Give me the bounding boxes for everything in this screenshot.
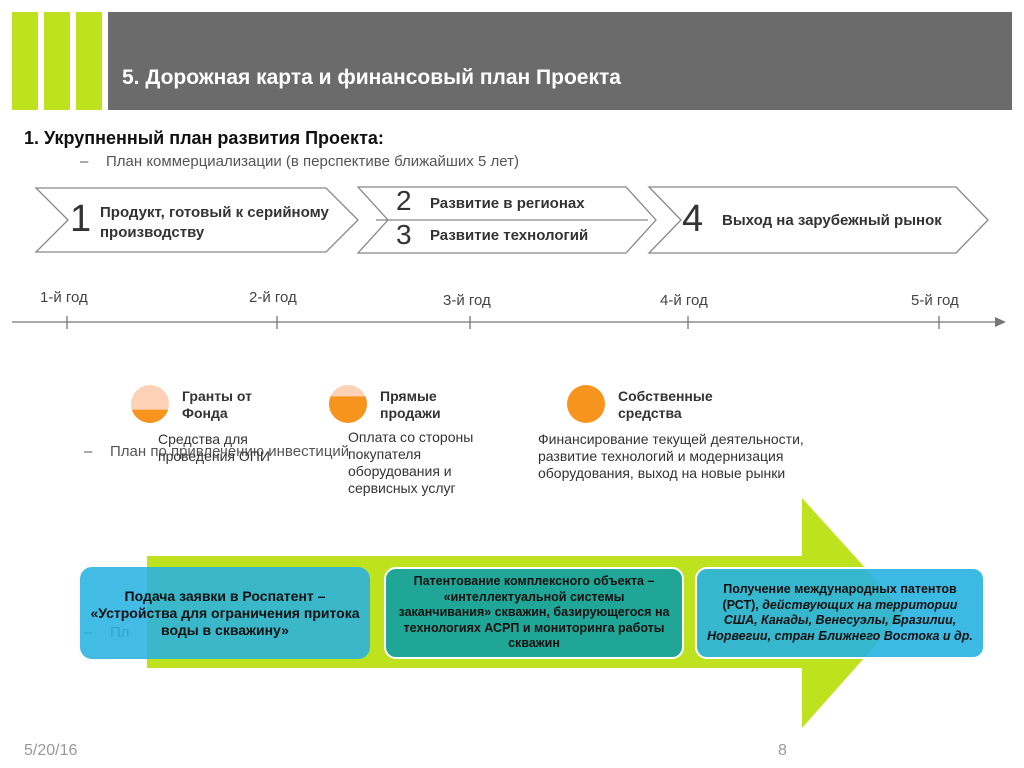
page-number: 8	[778, 742, 787, 759]
stage-label-4: Выход на зарубежный рынок	[722, 212, 942, 229]
section-subtitle: 1. Укрупненный план развития Проекта:	[24, 128, 384, 148]
stage-number-3: 3	[396, 219, 412, 250]
funding-level-icon-1	[131, 385, 169, 423]
stage-label-3: Развитие технологий	[430, 227, 589, 244]
stage-chevron-1	[34, 187, 359, 253]
bullet-investment: –План по привлечению инвестиций	[84, 443, 349, 460]
funding-level-icon-3	[567, 385, 605, 423]
bullet-text: План по привлечению инвестиций	[110, 443, 350, 460]
funding-icons	[131, 385, 605, 423]
stage-label-1: Продукт, готовый к серийному производств…	[100, 204, 329, 241]
funding-title-1: Гранты от Фонда	[182, 388, 252, 421]
header-bar	[108, 12, 1012, 110]
funding-desc-2: Оплата со стороны покупателя оборудовани…	[348, 429, 474, 496]
year-label-3: 3-й год	[443, 292, 491, 309]
patent-step-3: Получение международных патентов (РСТ), …	[695, 567, 985, 659]
header-stripe-1	[12, 12, 38, 110]
bullet-dash: –	[80, 153, 89, 170]
year-label-2: 2-й год	[249, 289, 297, 306]
bullet-commercialization: –План коммерциализации (в перспективе бл…	[80, 153, 519, 170]
year-label-1: 1-й год	[40, 289, 88, 306]
footer-date: 5/20/16	[24, 742, 78, 759]
patent-step-2: Патентование комплексного объекта – «инт…	[384, 567, 684, 659]
bullet-text: План коммерциализации (в перспективе бли…	[106, 153, 519, 170]
stage-number-1: 1	[70, 198, 92, 240]
patent-step-text: Патентование комплексного объекта – «инт…	[398, 574, 670, 651]
patent-step-text: Подача заявки в Роспатент – «Устройства …	[90, 587, 360, 638]
patent-step-text-italic: действующих на территории США, Канады, В…	[707, 597, 973, 643]
header-stripe-2	[44, 12, 70, 110]
timeline-axis	[12, 316, 1006, 329]
year-label-5: 5-й год	[911, 292, 959, 309]
funding-desc-1: Средства для проведения ОПИ	[158, 431, 270, 464]
funding-desc-3: Финансирование текущей деятельности, раз…	[538, 431, 804, 481]
bullet-dash: –	[84, 443, 93, 460]
stage-number-4: 4	[682, 198, 704, 240]
funding-title-3: Собственные средства	[618, 388, 713, 421]
patent-step-text-plain: Получение международных патентов (РСТ),	[722, 582, 957, 612]
header-stripe-3	[76, 12, 102, 110]
patent-step-text: Получение международных патентов (РСТ), …	[707, 582, 973, 644]
stage-label-2: Развитие в регионах	[430, 195, 585, 212]
patent-step-1: Подача заявки в Роспатент – «Устройства …	[80, 567, 370, 659]
stages-diagram	[34, 186, 989, 254]
funding-title-2: Прямые продажи	[380, 388, 441, 421]
year-label-4: 4-й год	[660, 292, 708, 309]
stage-number-2: 2	[396, 185, 412, 216]
page-title: 5. Дорожная карта и финансовый план Прое…	[122, 66, 621, 89]
stage-chevron-4	[647, 186, 989, 254]
funding-level-icon-2	[329, 385, 367, 423]
